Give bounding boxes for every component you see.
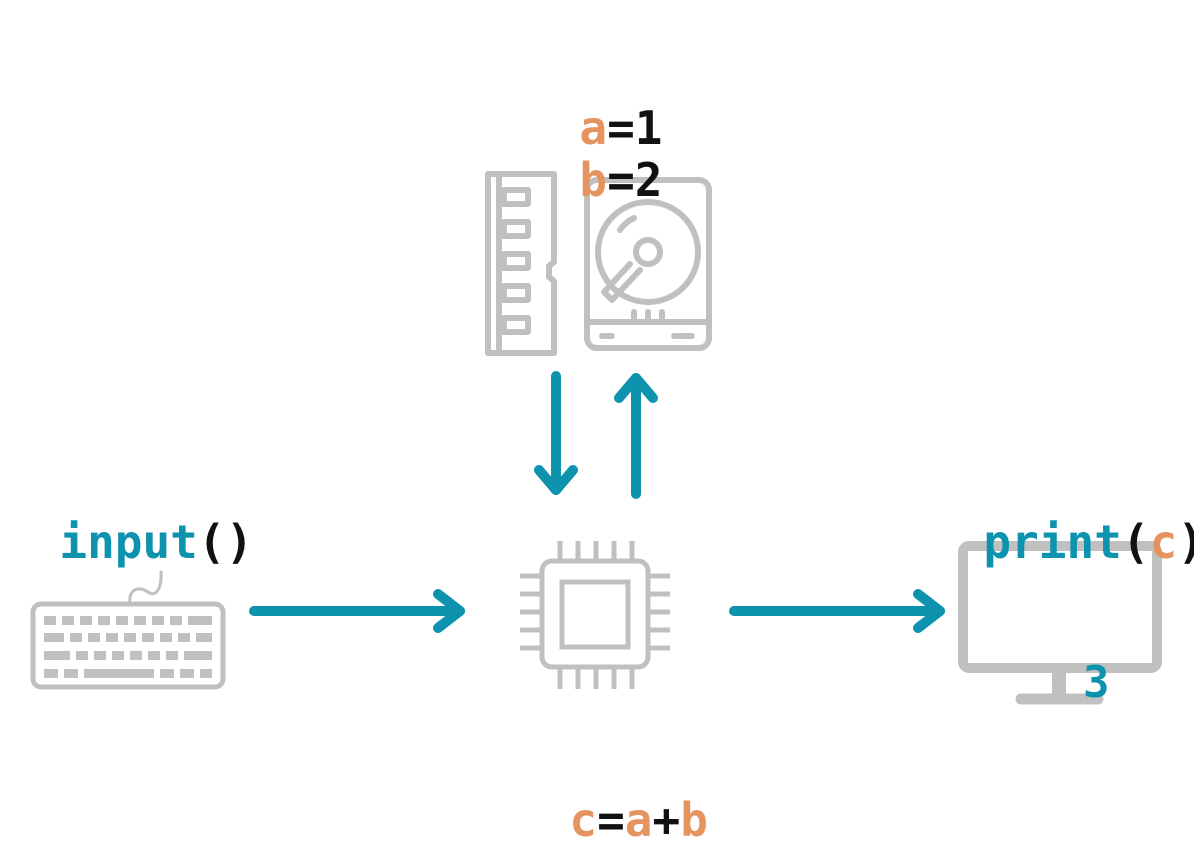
var-b-name: b: [579, 153, 608, 207]
ram-icon: [485, 171, 557, 356]
expr-plus: +: [652, 793, 681, 847]
input-parens: (): [197, 515, 254, 569]
cpu-expression-label: c=a+b: [514, 745, 708, 845]
expr-c: c: [569, 793, 598, 847]
print-open-paren: (: [1121, 515, 1150, 569]
diagram-canvas: [30, 171, 1162, 705]
input-func-name: input: [59, 515, 198, 569]
var-a-value: 1: [634, 101, 663, 155]
variable-b-label: b=2: [524, 105, 663, 207]
var-a-name: a: [579, 101, 608, 155]
expr-a: a: [624, 793, 653, 847]
var-b-value: 2: [634, 153, 663, 207]
var-a-equals: =: [607, 101, 635, 155]
variable-a-label: a=1: [524, 53, 663, 155]
print-arg: c: [1149, 515, 1178, 569]
print-close-paren: ): [1177, 515, 1194, 569]
arrow-input-to-cpu: [249, 589, 465, 633]
arrow-cpu-to-output: [729, 589, 945, 633]
arrow-cpu-to-storage: [614, 373, 658, 499]
expr-b: b: [680, 793, 708, 847]
expr-equals: =: [597, 793, 625, 847]
print-function-label: print(c): [928, 467, 1194, 567]
arrow-storage-to-cpu: [534, 371, 578, 495]
output-value-text: 3: [1082, 657, 1110, 708]
cpu-icon: [520, 541, 670, 689]
var-b-equals: =: [607, 153, 635, 207]
input-function-label: input(): [4, 467, 253, 567]
print-func-name: print: [983, 515, 1122, 569]
keyboard-icon: [30, 570, 226, 690]
monitor-icon: [958, 541, 1162, 705]
monitor-output-value: 3: [1030, 608, 1110, 708]
hard-drive-icon: [584, 177, 712, 351]
